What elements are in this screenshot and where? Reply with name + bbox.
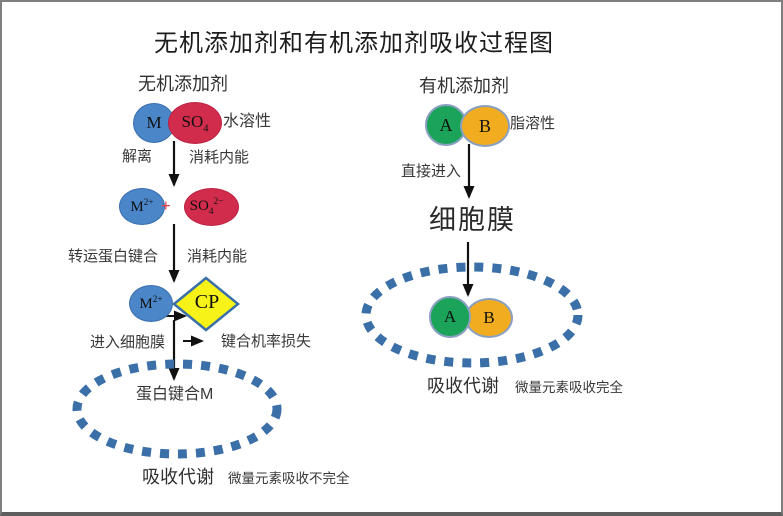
- energy-cost-label-2: 消耗内能: [187, 248, 248, 265]
- diagram-title: 无机添加剂和有机添加剂吸收过程图: [154, 30, 554, 57]
- node-a-inside-label: A: [443, 307, 457, 326]
- absorption-metabolism-left: 吸收代谢: [142, 467, 214, 487]
- inorganic-heading: 无机添加剂: [138, 74, 228, 94]
- cp-diamond-label: CP: [194, 291, 220, 313]
- dashed-membrane-ellipse-left: [72, 359, 282, 459]
- node-so4-2minus-label: SO42−: [189, 197, 224, 217]
- complete-absorption-note: 微量元素吸收完全: [515, 380, 623, 395]
- node-b-inside-label: B: [483, 308, 495, 327]
- protein-bound-m-label: 蛋白键合M: [136, 386, 214, 403]
- node-a-top: A: [425, 104, 467, 146]
- node-so4-label: SO4: [181, 111, 209, 135]
- fat-soluble-label: 脂溶性: [510, 115, 556, 132]
- node-m2plus-bound-label: M2+: [139, 294, 163, 312]
- transport-protein-binding-label: 转运蛋白键合: [68, 248, 159, 265]
- absorption-metabolism-right: 吸收代谢: [427, 376, 499, 396]
- dissociation-label: 解离: [122, 148, 153, 165]
- cp-diamond: [172, 276, 240, 332]
- node-b-top-label: B: [478, 115, 491, 136]
- organic-heading: 有机添加剂: [419, 76, 509, 96]
- water-soluble-label: 水溶性: [223, 113, 272, 130]
- node-b-inside: B: [465, 298, 513, 338]
- node-m-label: M: [146, 113, 162, 132]
- node-m2plus: M2+: [119, 188, 165, 225]
- dashed-membrane-ellipse-right: [361, 262, 583, 368]
- node-a-top-label: A: [439, 114, 453, 135]
- direct-entry-label: 直接进入: [401, 163, 462, 180]
- node-a-inside: A: [429, 296, 471, 338]
- node-b-top: B: [460, 105, 510, 147]
- node-so4-2minus: SO42−: [184, 188, 239, 226]
- enter-membrane-label: 进入细胞膜: [90, 334, 166, 351]
- energy-cost-label-1: 消耗内能: [189, 149, 250, 166]
- incomplete-absorption-note: 微量元素吸收不完全: [228, 471, 350, 486]
- node-m2plus-bound: M2+: [129, 285, 173, 322]
- node-so4: SO4: [168, 102, 222, 144]
- node-m2plus-label: M2+: [130, 197, 154, 215]
- cell-membrane-label: 细胞膜: [429, 205, 516, 235]
- binding-loss-label: 键合机率损失: [221, 333, 312, 350]
- plus-sign: +: [161, 196, 171, 215]
